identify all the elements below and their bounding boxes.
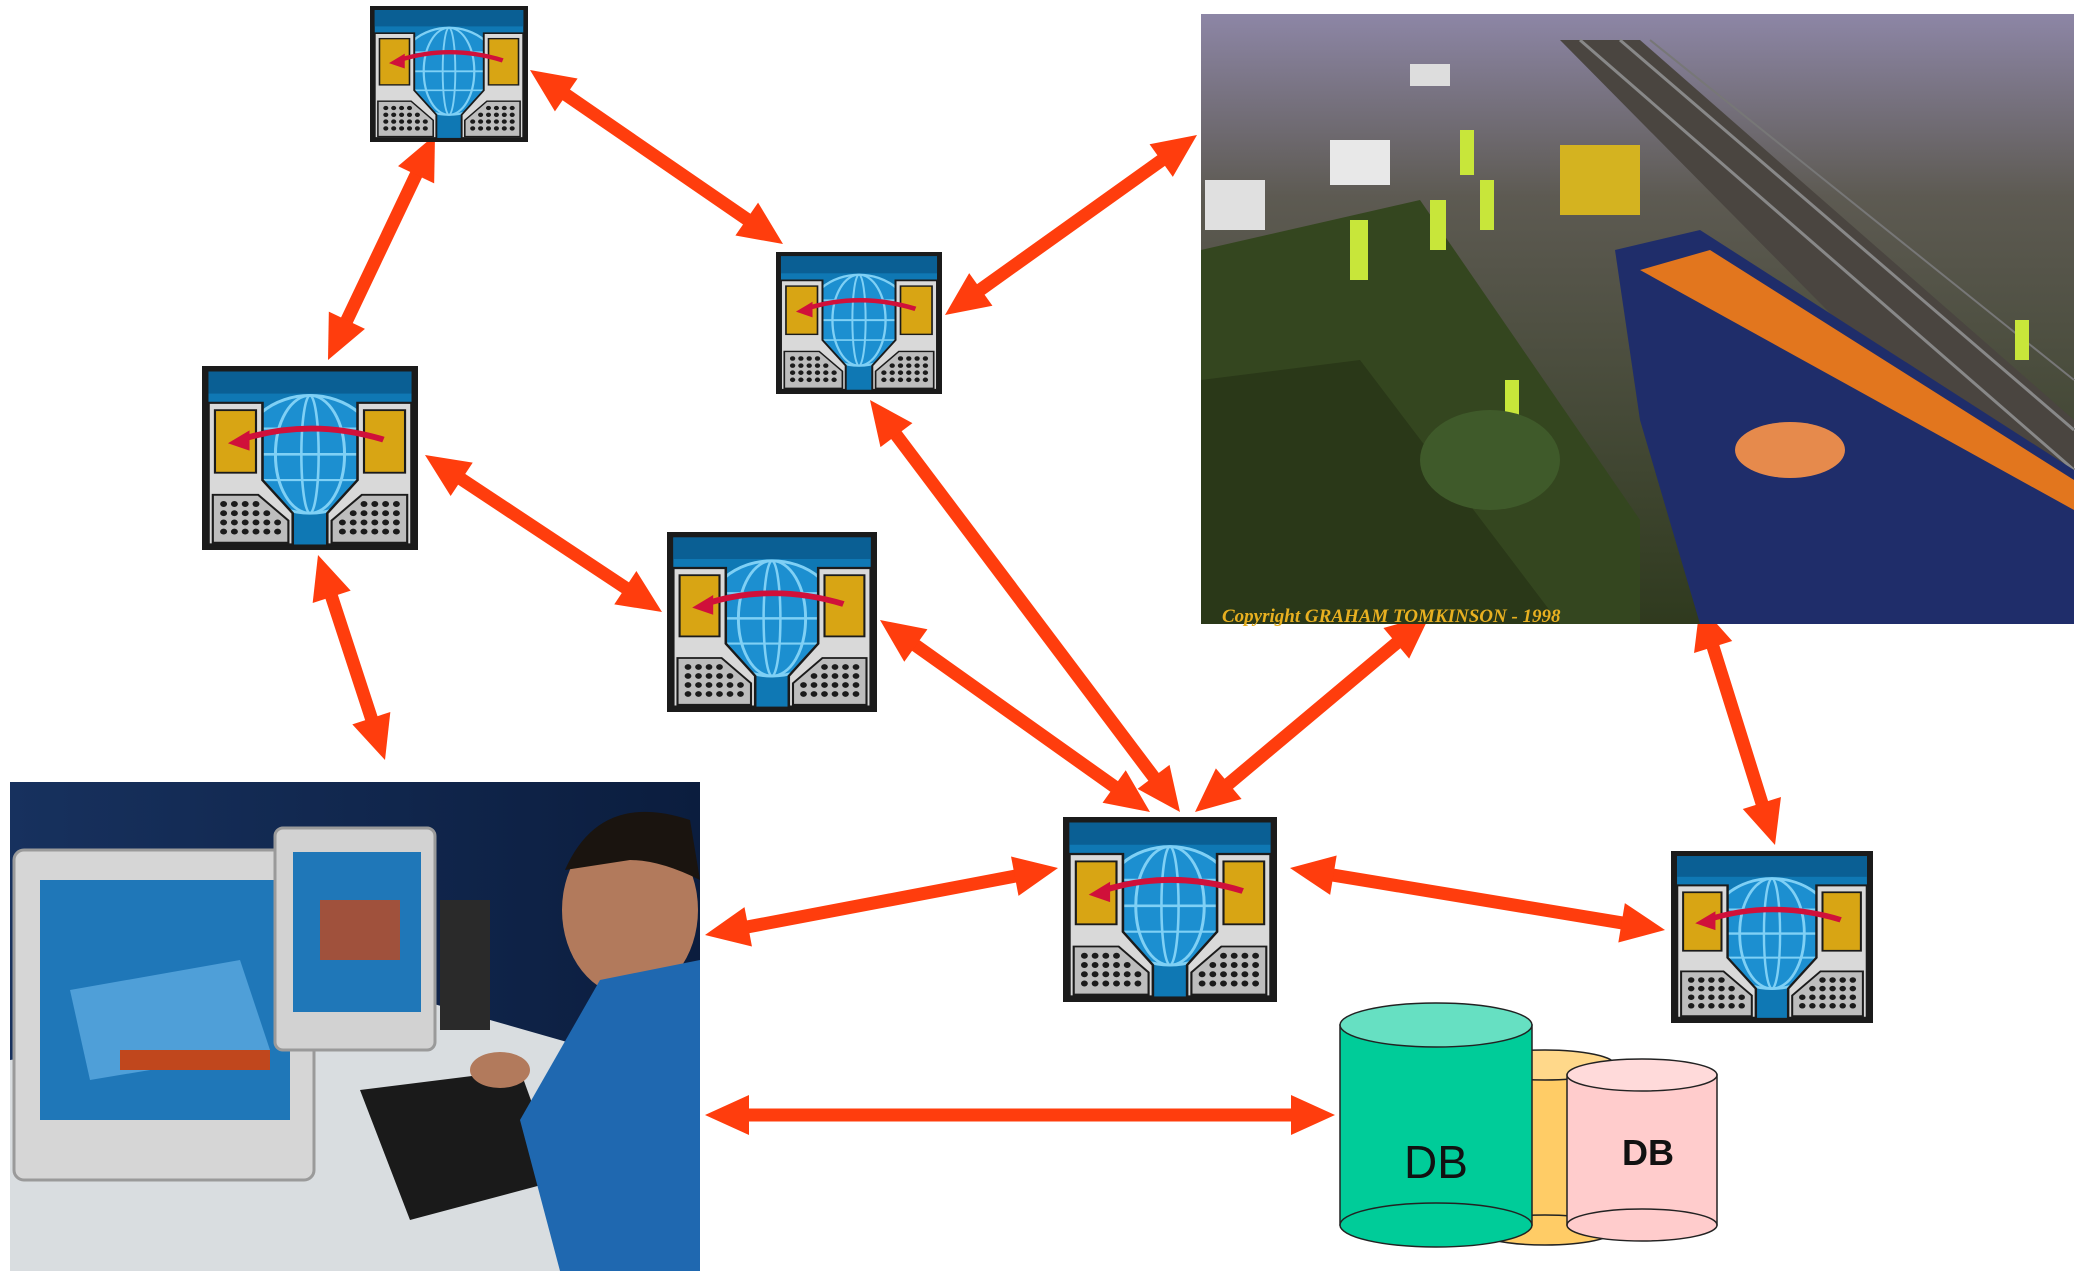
- node-upper-mid-globe-network-computers-icon: [776, 252, 942, 394]
- node-left-globe-network-computers-icon: [202, 366, 418, 550]
- arrow-left-to-workstation: [312, 555, 391, 760]
- arrow-crash-to-hub: [1195, 615, 1430, 812]
- arrow-upper-mid-to-crash: [945, 135, 1197, 315]
- crash-site-photo: Copyright GRAHAM TOMKINSON - 1998: [1201, 14, 2075, 627]
- node-right-globe-network-computers-icon: [1671, 851, 1873, 1023]
- arrow-upper-mid-to-hub: [870, 400, 1180, 812]
- node-top-globe-network-computers-icon: [370, 6, 528, 142]
- database-label-primary: DB: [1404, 1136, 1468, 1188]
- arrow-crash-to-right: [1694, 605, 1781, 845]
- arrow-workstation-to-db: [705, 1095, 1335, 1135]
- arrow-hub-to-right: [1290, 855, 1665, 943]
- database-cylinder-secondary: DB: [1566, 1058, 1718, 1242]
- database-group: DB DB: [1339, 1002, 1718, 1248]
- arrow-workstation-to-hub: [705, 856, 1058, 947]
- database-label-secondary: DB: [1622, 1132, 1674, 1173]
- arrow-center-left-to-hub: [880, 620, 1150, 812]
- connection-arrows: [312, 70, 1781, 1135]
- arrow-top-to-upper-mid: [530, 70, 783, 244]
- node-center-left-globe-network-computers-icon: [667, 532, 877, 712]
- photo-copyright-caption: Copyright GRAHAM TOMKINSON - 1998: [1222, 606, 1561, 627]
- database-cylinder-primary: DB: [1339, 1002, 1533, 1248]
- node-hub-globe-network-computers-icon: [1063, 817, 1277, 1002]
- analyst-workstation-photo: [10, 782, 700, 1271]
- arrow-left-to-center-left: [425, 455, 662, 612]
- arrow-top-to-left: [328, 135, 435, 360]
